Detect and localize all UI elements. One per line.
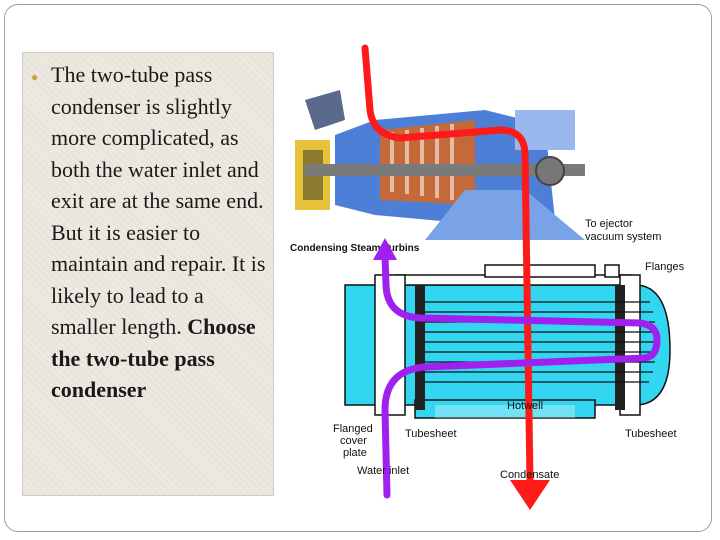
water-flow-arrow — [373, 238, 661, 499]
ejector-label: To ejector — [585, 218, 633, 230]
bullet-text-block: The two-tube pass condenser is slightly … — [51, 59, 273, 406]
hotwell-label: Hotwell — [507, 400, 543, 412]
slide-frame — [4, 4, 712, 532]
bullet-dot-icon: ● — [31, 70, 39, 84]
condensate-label: Condensate — [500, 469, 559, 481]
flanged-cover-label-2: cover — [340, 435, 367, 447]
flanges-label: Flanges — [645, 261, 685, 273]
bullet-emphasis: Choose the two-tube pass condenser — [51, 314, 256, 402]
flanged-cover-label-3: plate — [343, 447, 367, 459]
turbine-illustration: Condensing Steam Turbins — [290, 90, 595, 254]
tubesheet-right-label: Tubesheet — [625, 428, 677, 440]
condenser-shell — [344, 264, 671, 419]
tubesheet-left-label: Tubesheet — [405, 428, 457, 440]
bullet-text: The two-tube pass condenser is slightly … — [51, 62, 266, 339]
vacuum-label: vacuum system — [585, 231, 661, 243]
water-inlet-label: Water inlet — [357, 465, 409, 477]
steam-flow-arrow — [361, 44, 550, 510]
turbine-caption: Condensing Steam Turbins — [290, 243, 420, 254]
flanged-cover-label-1: Flanged — [333, 423, 373, 435]
condenser-diagram: Condensing Steam Turbins — [290, 44, 685, 510]
text-panel: ● The two-tube pass condenser is slightl… — [22, 52, 274, 496]
